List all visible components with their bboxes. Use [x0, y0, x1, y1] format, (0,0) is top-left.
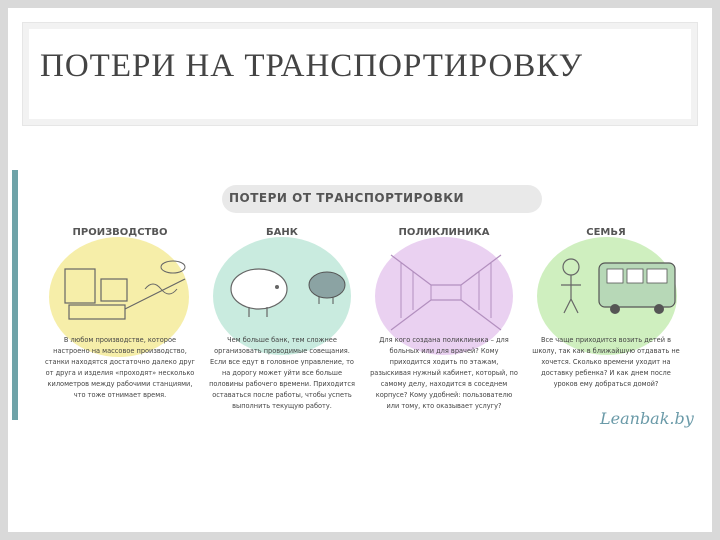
slide-title: ПОТЕРИ НА ТРАНСПОРТИРОВКУ	[40, 48, 584, 84]
production-machines-illustration	[64, 260, 186, 320]
panel-family: СЕМЬЯ Все чаще приходится возить детей в…	[527, 227, 685, 442]
panel-text-bank: Чем больше банк, тем сложнее организоват…	[209, 336, 355, 410]
corridor-illustration	[390, 254, 502, 331]
panel-production: ПРОИЗВОДСТВО В любом производстве, котор…	[41, 227, 199, 442]
accent-bar	[12, 170, 18, 420]
panel-text-production: В любом производстве, которое настроено …	[45, 336, 195, 399]
infographic-image: ПОТЕРИ ОТ ТРАНСПОРТИРОВКИ ПРОИЗВОДСТВО В…	[37, 173, 700, 443]
signature-logo: Leanbak.by	[600, 409, 694, 428]
panel-label-polyclinic: ПОЛИКЛИНИКА	[398, 227, 490, 238]
panel-text-family: Все чаще приходится возить детей в школу…	[532, 336, 680, 388]
panel-label-bank: БАНК	[266, 227, 298, 238]
polyclinic-blob	[375, 237, 513, 355]
panel-label-production: ПРОИЗВОДСТВО	[72, 227, 168, 238]
panel-text-polyclinic: Для кого создана поликлиника – для больн…	[370, 336, 518, 410]
piggy-bank-illustration	[230, 268, 346, 317]
child-and-bus-illustration	[561, 258, 676, 314]
infographic-header-band	[222, 185, 542, 213]
production-blob	[49, 237, 189, 357]
panel-bank: БАНК Чем больше банк, тем сложнее органи…	[203, 227, 361, 442]
title-box	[22, 22, 698, 126]
panel-polyclinic: ПОЛИКЛИНИКА Для кого создана поликлиника…	[365, 227, 523, 442]
infographic-header: ПОТЕРИ ОТ ТРАНСПОРТИРОВКИ	[229, 191, 465, 205]
panel-label-family: СЕМЬЯ	[586, 227, 626, 238]
